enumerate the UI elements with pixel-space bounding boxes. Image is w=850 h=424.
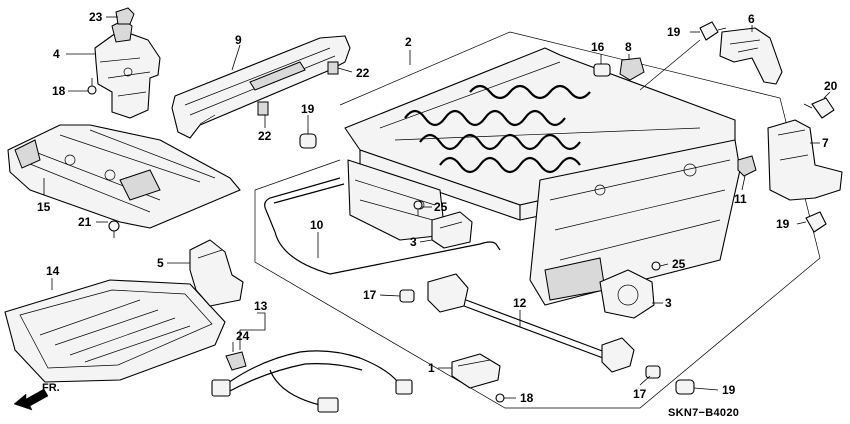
bolt-21[interactable] [108, 220, 120, 238]
callout-1: 1 [428, 361, 435, 375]
callout-17: 17 [363, 288, 377, 302]
part-seat-frame-2[interactable] [344, 47, 741, 306]
callout-3: 3 [410, 235, 417, 249]
part-side-cover-7[interactable] [767, 119, 843, 201]
bolt-18b[interactable] [495, 393, 505, 403]
callout-22: 22 [258, 129, 272, 143]
callout-labels: 23 4 18 9 22 22 19 2 16 8 19 6 20 7 11 1… [37, 10, 838, 405]
part-cover-6[interactable] [719, 27, 783, 85]
part-rod-10[interactable] [264, 177, 501, 275]
callout-18: 18 [52, 84, 66, 98]
callout-3: 3 [665, 296, 672, 310]
bolt-17b[interactable] [645, 365, 661, 379]
part-harness-13[interactable] [211, 350, 413, 413]
callout-25: 25 [672, 257, 686, 271]
part-switch-1[interactable] [451, 353, 501, 389]
bolt-19d[interactable] [675, 379, 695, 395]
leader-lines [43, 16, 831, 399]
callout-19: 19 [776, 217, 790, 231]
bolt-20[interactable] [803, 97, 835, 119]
callout-14: 14 [46, 264, 60, 278]
part-cover-5[interactable] [189, 239, 244, 307]
callout-2: 2 [405, 35, 412, 49]
callout-4: 4 [53, 47, 60, 61]
callout-8: 8 [625, 40, 632, 54]
callout-25: 25 [434, 200, 448, 214]
part-clip-23[interactable] [115, 7, 135, 25]
part-clip-22b[interactable] [257, 101, 269, 116]
callout-10: 10 [310, 218, 324, 232]
screw-25b[interactable] [651, 261, 661, 271]
callout-17: 17 [633, 387, 647, 401]
callout-6: 6 [748, 12, 755, 26]
bolt-19a[interactable] [299, 124, 317, 149]
bolt-19c[interactable] [805, 211, 827, 233]
direction-label: FR. [42, 382, 60, 394]
part-slide-rail-15[interactable] [7, 124, 241, 229]
callout-19: 19 [667, 25, 681, 39]
front-direction-arrow: FR. [13, 382, 60, 411]
part-clip-22a[interactable] [327, 61, 339, 75]
callout-9: 9 [235, 33, 242, 47]
bolt-19b[interactable] [699, 21, 727, 41]
callout-24: 24 [236, 329, 250, 343]
callout-19: 19 [722, 383, 736, 397]
assembly-group-outline [254, 31, 821, 409]
callout-21: 21 [78, 215, 92, 229]
callout-12: 12 [513, 296, 527, 310]
callout-18: 18 [520, 391, 534, 405]
callout-22: 22 [356, 66, 370, 80]
part-bracket-4[interactable] [94, 19, 161, 119]
bolt-18a[interactable] [87, 78, 97, 95]
callout-20: 20 [824, 79, 838, 93]
part-lifter-3b[interactable] [599, 269, 655, 319]
arrow-left-icon [13, 388, 49, 411]
callout-15: 15 [37, 200, 51, 214]
bolt-17a[interactable] [399, 289, 415, 303]
callout-16: 16 [591, 40, 605, 54]
callout-7: 7 [822, 136, 829, 150]
part-clip-11[interactable] [737, 155, 757, 177]
cap-16[interactable] [593, 63, 611, 77]
callout-19: 19 [301, 102, 315, 116]
callout-11: 11 [734, 192, 747, 206]
part-tray-14[interactable] [4, 279, 226, 383]
callout-23: 23 [89, 10, 103, 24]
part-clip-24[interactable] [225, 351, 247, 371]
part-cable-12[interactable] [427, 273, 635, 373]
part-rail-cover-9[interactable] [171, 35, 351, 139]
callout-13: 13 [254, 299, 268, 313]
part-bracket-8[interactable] [619, 57, 645, 81]
screw-25a[interactable] [413, 200, 423, 216]
diagram-reference-code: SKN7−B4020 [668, 407, 739, 419]
callout-5: 5 [157, 256, 164, 270]
